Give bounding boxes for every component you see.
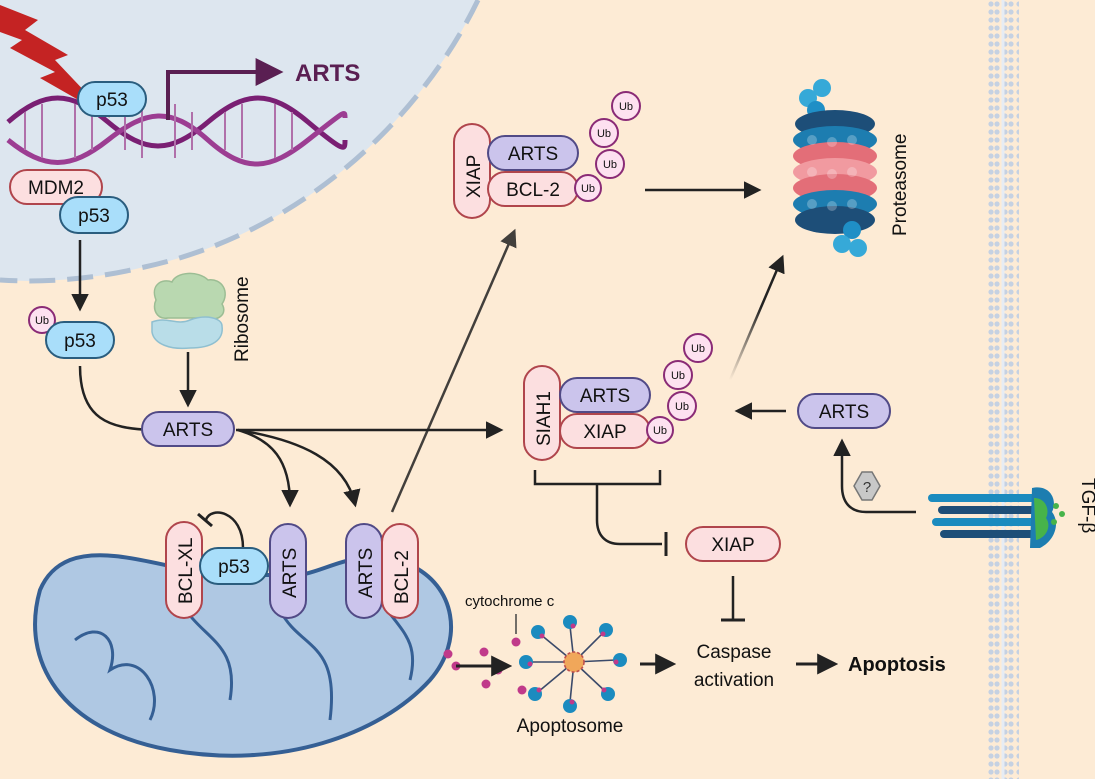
arts-mito-2: ARTS <box>345 523 383 619</box>
mdm2-p53-complex: MDM2 p53 <box>9 169 129 234</box>
bcl2-mito: BCL-2 <box>381 523 419 619</box>
arrow-siah1-complex-to-proteasome <box>728 254 785 381</box>
xiap-arts-bcl2-complex: XIAP ARTS BCL-2 Ub Ub Ub Ub <box>453 91 641 219</box>
arts-protein: ARTS <box>141 411 235 447</box>
activation-label: activation <box>694 670 774 691</box>
apoptosome-label: Apoptosome <box>517 716 624 737</box>
ribosome-label: Ribosome <box>232 276 253 362</box>
ub-label: Ub <box>581 183 595 195</box>
arts-label: ARTS <box>356 548 377 598</box>
arrow-tgf-to-arts <box>833 438 916 514</box>
ub-label: Ub <box>671 370 685 382</box>
p53-label: p53 <box>78 206 110 227</box>
inhibition-to-xiap <box>595 484 662 546</box>
arrow-arts-to-mito1 <box>237 428 299 508</box>
ub-label: Ub <box>653 425 667 437</box>
bclxl-label: BCL-XL <box>176 537 197 604</box>
ub-label: Ub <box>35 315 49 327</box>
nucleus <box>0 0 481 284</box>
ub-label: Ub <box>691 343 705 355</box>
cell-membrane <box>987 0 1019 779</box>
unknown-step-icon: ? <box>853 471 881 501</box>
p53-label: p53 <box>96 90 128 111</box>
p53-label: p53 <box>218 557 250 578</box>
bcl2-label: BCL-2 <box>506 180 560 201</box>
arts-label: ARTS <box>163 420 213 441</box>
arts-label: ARTS <box>508 144 558 165</box>
p53-label: p53 <box>64 331 96 352</box>
inhibition-p53-bclxl <box>204 511 245 549</box>
arts-mito-1: ARTS <box>269 523 307 619</box>
ribosome-icon <box>151 272 226 350</box>
tgf-beta-label: TGF-β <box>1077 478 1095 533</box>
p53-mito: p53 <box>199 547 269 585</box>
question-label: ? <box>863 479 871 496</box>
arts-label: ARTS <box>580 386 630 407</box>
apoptosome-icon <box>519 615 627 713</box>
xiap-label: XIAP <box>583 422 626 443</box>
transcription-arrow <box>166 58 284 120</box>
cytochrome-c-label: cytochrome c <box>465 593 555 610</box>
xiap-label: XIAP <box>464 155 485 198</box>
arrow-mito-to-xiap-complex <box>390 228 517 513</box>
ub-label: Ub <box>603 159 617 171</box>
arts-gene-label: ARTS <box>295 60 360 87</box>
arrow-p53-to-arts <box>78 365 151 432</box>
mdm2-label: MDM2 <box>28 178 84 199</box>
ub-label: Ub <box>597 128 611 140</box>
tgf-beta-receptor-icon <box>928 487 1065 548</box>
siah1-complex-bracket <box>533 470 662 486</box>
ub-label: Ub <box>619 101 633 113</box>
siah1-arts-xiap-complex: SIAH1 ARTS XIAP Ub Ub Ub Ub <box>523 333 713 461</box>
bcl2-label: BCL-2 <box>392 550 413 604</box>
proteasome-icon <box>793 79 877 257</box>
ubiquitinated-p53: Ub p53 <box>28 306 115 359</box>
ub-label: Ub <box>675 401 689 413</box>
arts-label: ARTS <box>280 548 301 598</box>
xiap-free: XIAP <box>685 526 781 562</box>
arrow-arts-to-mito2 <box>237 428 361 508</box>
proteasome-label: Proteasome <box>890 134 911 236</box>
xiap-label: XIAP <box>711 535 754 556</box>
arts-label: ARTS <box>819 402 869 423</box>
p53-on-dna: p53 <box>77 81 147 117</box>
bclxl-protein: BCL-XL <box>165 521 203 619</box>
inhibition-bar <box>197 512 213 528</box>
apoptosis-label: Apoptosis <box>848 654 946 676</box>
arts-protein-tgf: ARTS <box>797 393 891 429</box>
siah1-label: SIAH1 <box>534 391 555 446</box>
caspase-label: Caspase <box>697 642 772 663</box>
dna-helix-icon <box>6 95 348 167</box>
